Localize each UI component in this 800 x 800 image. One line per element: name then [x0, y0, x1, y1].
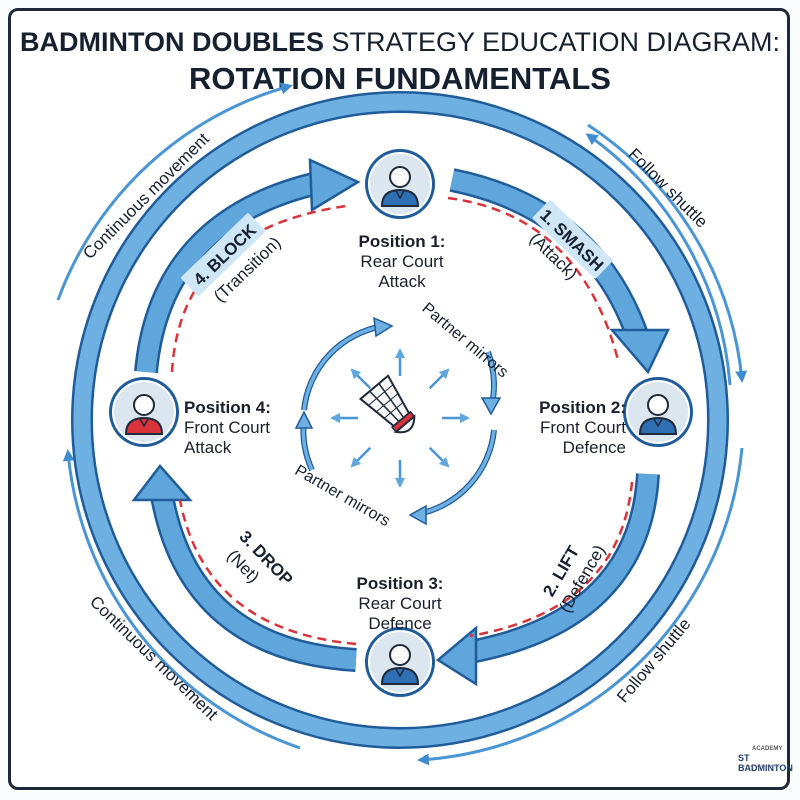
- position-2-head: Position 2:: [539, 398, 626, 417]
- drop-arrow: [152, 494, 357, 670]
- position-4-line1: Front Court: [184, 418, 270, 437]
- dashed-lift: [469, 481, 634, 638]
- position-3-line1: Rear Court: [358, 594, 442, 613]
- outer-arc-continuous-top: [56, 82, 293, 301]
- player-avatar-icon: [365, 149, 435, 219]
- position-1-line1: Rear Court: [360, 252, 444, 271]
- mirror-arrowhead-right: [480, 397, 502, 416]
- title-line-1: BADMINTON DOUBLES STRATEGY EDUCATION DIA…: [0, 26, 800, 58]
- mirror-arrowhead-left: [294, 410, 314, 429]
- position-1-line2: Attack: [378, 272, 426, 291]
- position-2-line2: Defence: [562, 438, 626, 457]
- radial-arrow: [428, 368, 450, 390]
- center-mirror: [294, 316, 502, 526]
- outer-arc-continuous-bottom: [62, 449, 301, 750]
- shuttlecock-icon: [358, 374, 416, 434]
- title-bold: BADMINTON DOUBLES: [19, 27, 324, 57]
- position-4-label: Position 4: Front Court Attack: [184, 398, 302, 458]
- player-avatar-icon: [623, 377, 693, 447]
- position-4-line2: Attack: [184, 438, 232, 457]
- title-line-2: ROTATION FUNDAMENTALS: [189, 61, 611, 96]
- shot-label-bg: [532, 200, 613, 279]
- player-avatar-icon: [365, 627, 435, 697]
- mirror-arc-top: [302, 324, 385, 411]
- position-3-head: Position 3:: [356, 574, 444, 593]
- shot-label-bg: [181, 213, 266, 296]
- outer-ring: [56, 82, 748, 766]
- smash-arrowhead: [609, 328, 670, 375]
- lift-arrowhead: [435, 625, 478, 687]
- player-avatar-icon: [109, 377, 179, 447]
- mirror-arrowhead-bottom: [408, 504, 427, 526]
- lift-arrow: [468, 473, 658, 662]
- outer-arc-right-up: [585, 133, 732, 386]
- block-arrowhead: [308, 158, 361, 213]
- title-light: STRATEGY EDUCATION DIAGRAM:: [323, 27, 781, 57]
- radial-arrow: [350, 446, 372, 468]
- mirror-arc-bottom: [417, 429, 496, 516]
- radial-arrow: [428, 446, 450, 468]
- academy-logo: ACADEMY ST BADMINTON TRAINING EXCELLENCE: [738, 742, 793, 773]
- position-2-label: Position 2: Front Court Defence: [508, 398, 626, 458]
- main-ring: [73, 93, 727, 747]
- partner-mirrors-bottom: Partner mirrors: [292, 462, 393, 530]
- mirror-arc-bottom-outline: [417, 429, 497, 517]
- radial-arrows: [330, 348, 470, 488]
- position-3-label: Position 3: Rear Court Defence: [330, 574, 470, 634]
- logo-brand-text: ST BADMINTON: [738, 753, 793, 773]
- title-block: BADMINTON DOUBLES STRATEGY EDUCATION DIA…: [0, 26, 800, 98]
- logo-tagline-text: TRAINING EXCELLENCE: [744, 764, 780, 768]
- partner-mirrors-top: Partner mirrors: [419, 300, 512, 382]
- position-4-head: Position 4:: [184, 398, 271, 417]
- drop-arrowhead: [131, 464, 193, 502]
- position-3-line2: Defence: [368, 614, 432, 633]
- position-2-line1: Front Court: [540, 418, 626, 437]
- outer-arc-follow-bottom: [417, 447, 744, 766]
- logo-top-text: ACADEMY: [752, 746, 783, 752]
- outer-arc-follow-top: [587, 123, 748, 383]
- position-1-label: Position 1: Rear Court Attack: [332, 232, 472, 292]
- radial-arrow: [350, 368, 372, 390]
- dashed-smash: [447, 196, 620, 361]
- position-1-head: Position 1:: [358, 232, 446, 251]
- dashed-drop: [178, 499, 357, 646]
- block-arrow: [136, 172, 325, 373]
- players: [109, 149, 693, 697]
- shot-label-drop: 3. DROP (Net): [223, 527, 296, 589]
- mirror-arrowhead-top: [373, 316, 394, 338]
